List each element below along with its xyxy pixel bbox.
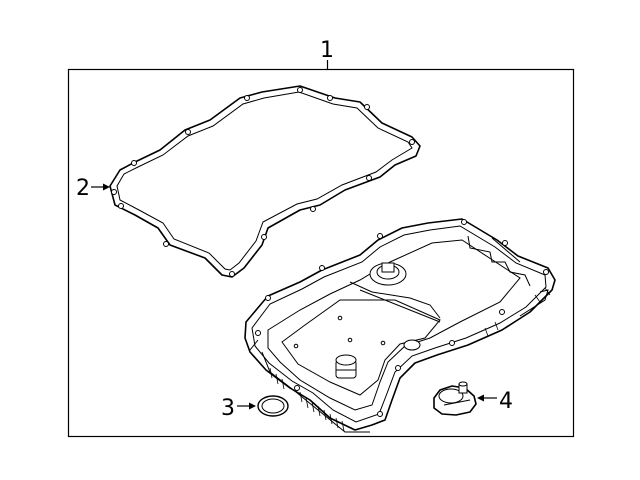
- callout-2-arrow: [91, 183, 110, 191]
- gasket-bolt-holes: [111, 87, 415, 277]
- pan-magnet-plug: [335, 354, 357, 379]
- transmission-pan-part: [244, 218, 556, 433]
- callout-4-label: 4: [499, 389, 513, 414]
- pan-ribs: [269, 287, 551, 432]
- callout-2-label: 2: [76, 176, 90, 201]
- drain-plug-part: [433, 381, 477, 416]
- callout-3-label: 3: [221, 396, 235, 421]
- callout-1-label: 1: [320, 38, 334, 63]
- gasket-part: [109, 85, 421, 278]
- callout-3-arrow: [237, 402, 256, 410]
- assembly-frame: [67, 68, 575, 438]
- callout-4-arrow: [477, 394, 497, 402]
- pan-bolt-holes: [255, 219, 549, 417]
- o-ring-part: [257, 395, 289, 417]
- filter-neck: [369, 262, 407, 286]
